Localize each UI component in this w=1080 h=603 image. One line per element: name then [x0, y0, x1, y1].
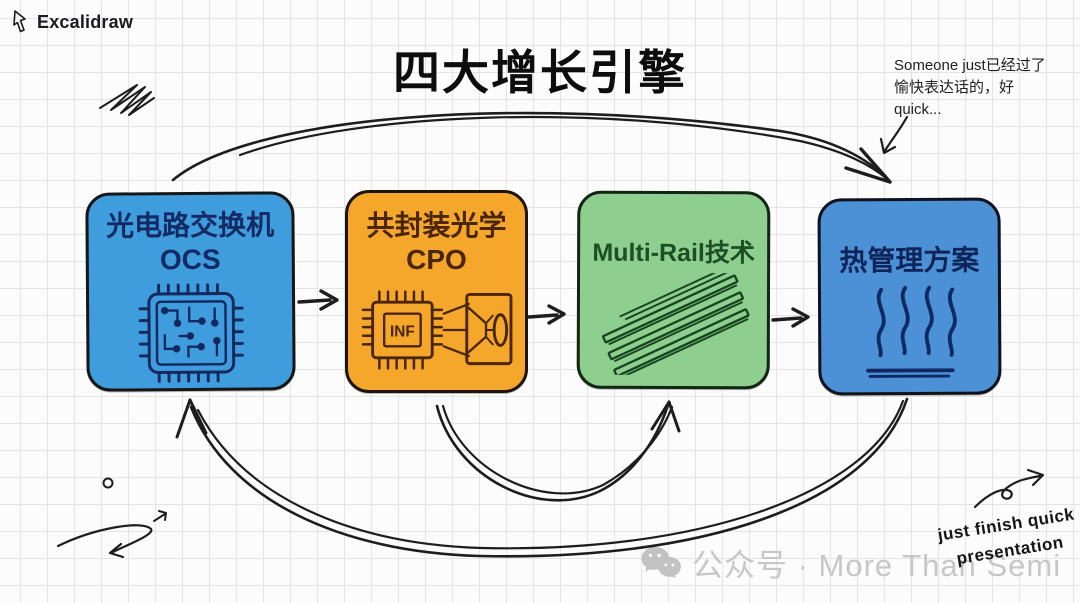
node-cpo: 共封装光学 CPO INF [345, 190, 528, 393]
arrow-ocs-to-thermal [171, 111, 892, 184]
node-multi-rail: Multi-Rail技术 [576, 190, 771, 390]
annotation-line: Someone just已经过了 [894, 57, 1046, 74]
annotation-top-right: Someone just已经过了 愉快表达话的，好 quick... [894, 55, 1064, 120]
node-cpo-title: 共封装光学 [366, 210, 507, 241]
page-title: 四大增长引擎 [393, 46, 687, 99]
cpo-optics-icon: INF [361, 289, 512, 370]
arrow-ocs-to-cpo [297, 289, 339, 311]
heat-waves-icon [865, 285, 957, 378]
circuit-chip-icon [138, 282, 244, 383]
node-cpo-subtitle: CPO [406, 244, 467, 275]
annotation-line: quick... [894, 100, 942, 118]
excalidraw-cursor-icon [13, 10, 26, 33]
node-ocs-subtitle: OCS [159, 243, 221, 276]
rails-icon [601, 272, 750, 376]
arrow-multirail-to-thermal [771, 307, 810, 328]
excalidraw-logo: Excalidraw [12, 10, 133, 34]
arrow-cpo-to-multirail [527, 304, 566, 325]
swoosh-doodle [56, 524, 153, 559]
arrow-thermal-to-ocs-return [175, 397, 909, 558]
cpo-chip-label: INF [390, 323, 415, 340]
loop-arrow-doodle [973, 468, 1045, 509]
annotation-line: 愉快表达话的，好 [894, 78, 1015, 96]
node-multi-rail-title: Multi-Rail技术 [592, 238, 755, 268]
node-ocs: 光电路交换机 OCS [85, 191, 296, 392]
node-thermal: 热管理方案 [817, 197, 1002, 396]
arrow-cpo-to-multirail-return [435, 400, 681, 502]
node-ocs-title: 光电路交换机 [105, 209, 275, 242]
small-o-doodle [102, 477, 114, 489]
excalidraw-logo-label: Excalidraw [37, 11, 134, 32]
wechat-icon [641, 546, 681, 578]
note-pointer-arrow [879, 115, 909, 155]
node-thermal-title: 热管理方案 [839, 244, 980, 277]
tiny-arrow-doodle [153, 510, 167, 522]
